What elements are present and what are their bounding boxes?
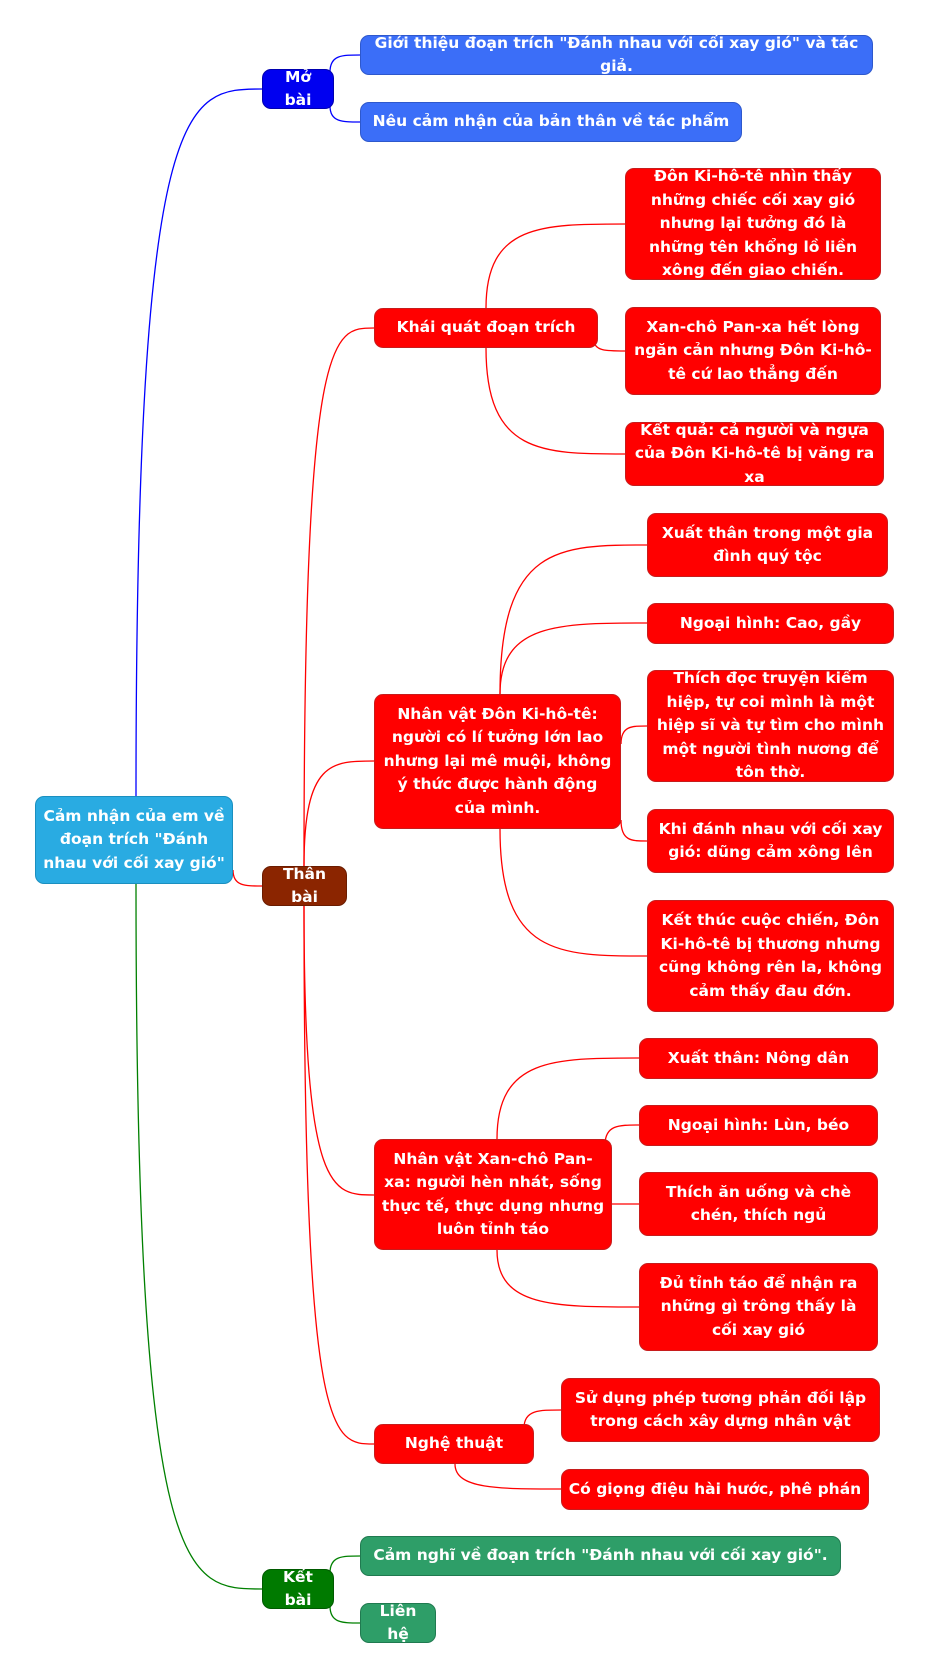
don-quixote-item-3[interactable]: Thích đọc truyện kiếm hiệp, tự coi mình … (647, 669, 894, 782)
sancho-item-4[interactable]: Đủ tỉnh táo để nhận ra những gì trông th… (639, 1263, 878, 1351)
intro-item-1[interactable]: Giới thiệu đoạn trích "Đánh nhau với cối… (360, 34, 873, 75)
edge-conclusion-2 (329, 1605, 361, 1624)
edge-root-body (232, 869, 263, 887)
edge-conclusion-1 (329, 1555, 361, 1574)
overview-item-1[interactable]: Đôn Ki-hô-tê nhìn thấy những chiếc cối x… (625, 167, 881, 280)
edge-root-intro (135, 88, 263, 797)
conclusion-item-1[interactable]: Cảm nghĩ về đoạn trích "Đánh nhau với cố… (360, 1536, 841, 1576)
conclusion-topic[interactable]: Kết bài (262, 1568, 334, 1609)
sancho-item-2[interactable]: Ngoại hình: Lùn, béo (639, 1105, 878, 1146)
section-art[interactable]: Nghệ thuật (374, 1424, 534, 1464)
sancho-item-3[interactable]: Thích ăn uống và chè chén, thích ngủ (639, 1172, 878, 1236)
edge-overview-3 (485, 347, 626, 455)
edge-body-overview (303, 327, 375, 867)
root-topic[interactable]: Cảm nhận của em về đoạn trích "Đánh nhau… (35, 796, 233, 884)
conclusion-item-2[interactable]: Liên hệ (360, 1602, 436, 1643)
edge-sancho-1 (496, 1057, 640, 1140)
section-sancho[interactable]: Nhân vật Xan-chô Pan-xa: người hèn nhát,… (374, 1139, 612, 1250)
art-item-2[interactable]: Có giọng điệu hài hước, phê phán (561, 1469, 869, 1510)
edge-dq-3 (620, 725, 648, 745)
intro-item-2[interactable]: Nêu cảm nhận của bản thân về tác phẩm (360, 102, 742, 142)
edge-body-donquixote (303, 760, 375, 867)
edge-body-sancho (303, 905, 375, 1196)
don-quixote-item-5[interactable]: Kết thúc cuộc chiến, Đôn Ki-hô-tê bị thư… (647, 900, 894, 1012)
edge-sancho-4 (496, 1249, 640, 1308)
don-quixote-item-1[interactable]: Xuất thân trong một gia đình quý tộc (647, 513, 888, 577)
overview-item-2[interactable]: Xan-chô Pan-xa hết lòng ngăn cản nhưng Đ… (625, 307, 881, 395)
edge-intro-2 (329, 105, 361, 123)
edge-intro-1 (329, 54, 361, 73)
don-quixote-item-2[interactable]: Ngoại hình: Cao, gầy (647, 603, 894, 644)
edge-body-art (303, 905, 375, 1445)
edge-dq-1 (499, 544, 648, 695)
edge-overview-1 (485, 223, 626, 309)
edge-dq-2 (499, 622, 648, 695)
overview-item-3[interactable]: Kết quả: cả người và ngựa của Đôn Ki-hô-… (625, 421, 884, 486)
section-don-quixote[interactable]: Nhân vật Đôn Ki-hô-tê: người có lí tưởng… (374, 694, 621, 829)
intro-topic[interactable]: Mở bài (262, 68, 334, 109)
section-overview[interactable]: Khái quát đoạn trích (374, 308, 598, 348)
edge-overview-2 (593, 339, 626, 352)
edge-art-2 (454, 1463, 562, 1490)
sancho-item-1[interactable]: Xuất thân: Nông dân (639, 1038, 878, 1079)
don-quixote-item-4[interactable]: Khi đánh nhau với cối xay gió: dũng cảm … (647, 809, 894, 873)
edge-dq-4 (620, 819, 648, 842)
body-topic[interactable]: Thân bài (262, 865, 347, 906)
edge-root-conclusion (135, 883, 263, 1590)
edge-dq-5 (499, 828, 648, 957)
art-item-1[interactable]: Sử dụng phép tương phản đối lập trong cá… (561, 1378, 880, 1442)
